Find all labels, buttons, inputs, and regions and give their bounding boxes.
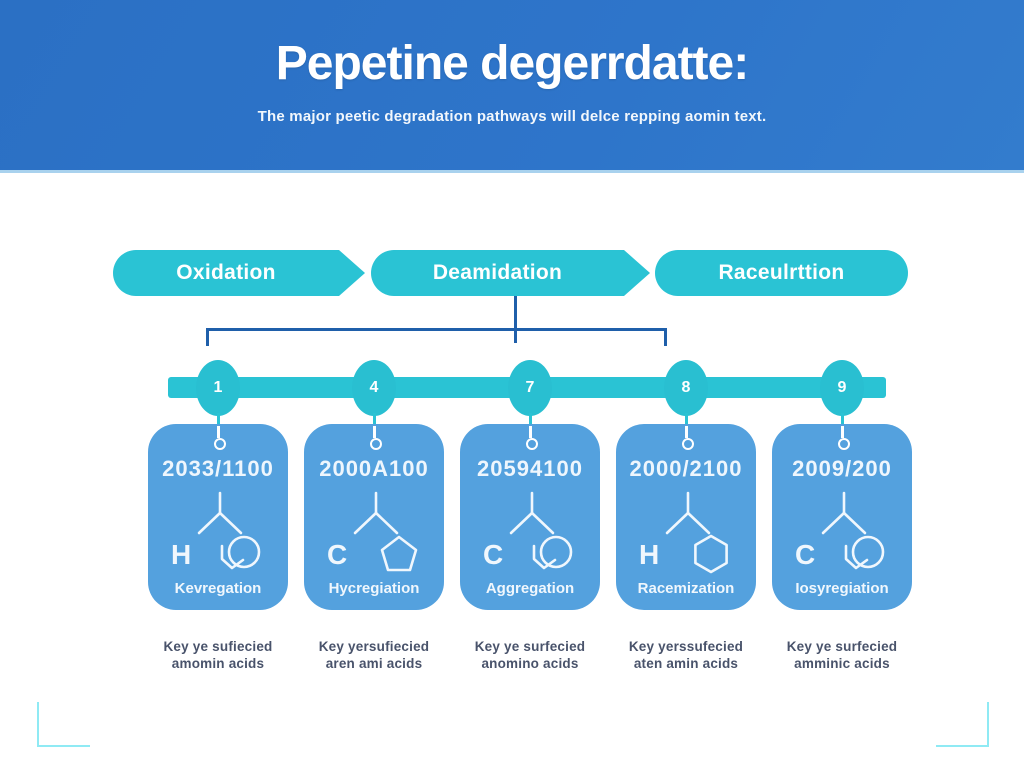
stem-ring-icon (838, 438, 850, 450)
atom-letter: H (171, 539, 191, 570)
banner-racemization: Raceulrttion (655, 250, 908, 296)
banner-oxidation: Oxidation (113, 250, 365, 296)
card-value: 20594100 (477, 456, 583, 481)
atom-letter: C (795, 539, 815, 570)
page-subtitle: The major peetic degradation pathways wi… (257, 108, 767, 125)
page-title: Pepetine degerrdatte: (275, 37, 749, 90)
stem-line (840, 413, 844, 426)
step-number: 9 (837, 379, 847, 396)
card-label: Hycregiation (328, 580, 420, 597)
caption-line: Key ye surfecied (786, 639, 898, 654)
oxygen-ring-icon (227, 535, 261, 569)
stem-line (216, 426, 220, 438)
banner-label: Deamidation (432, 261, 563, 284)
timeline-step-circle: 9 (820, 360, 864, 416)
caption-line: amminic acids (794, 656, 890, 671)
step-number: 7 (525, 379, 535, 396)
molecule-structure-icon: C (483, 491, 573, 570)
banner-label: Oxidation (176, 261, 276, 284)
hexagon-ring-icon (694, 534, 728, 574)
stem-line (372, 426, 376, 438)
pathway-card: 2033/1100 H Kevregation (148, 424, 288, 610)
timeline-step-circle: 8 (664, 360, 708, 416)
card-label: Kevregation (174, 580, 262, 597)
caption-line: aren ami acids (325, 656, 423, 671)
caption-line: Key ye sufiecied (163, 639, 273, 654)
card-value: 2033/1100 (162, 456, 274, 481)
card-caption: Key yerssufecied aten amin acids (594, 638, 778, 672)
connector-bracket (206, 328, 667, 346)
caption-line: anomino acids (481, 656, 579, 671)
card-value: 2000A100 (319, 456, 429, 481)
bond-angle-icon (220, 544, 245, 570)
card-value: 2009/200 (792, 456, 892, 481)
oxygen-ring-icon (539, 535, 573, 569)
pathway-card: 2009/200 C Iosyregiation (772, 424, 912, 610)
card-caption: Key ye sufiecied amomin acids (126, 638, 310, 672)
stem-line (684, 426, 688, 438)
pentagon-ring-icon (380, 535, 418, 572)
oxygen-ring-icon (851, 535, 885, 569)
timeline-step-circle: 1 (196, 360, 240, 416)
caption-line: Key yerssufecied (628, 639, 744, 654)
stem-line (684, 413, 688, 426)
atom-letter: H (639, 539, 659, 570)
card-caption: Key ye surfecied anomino acids (438, 638, 622, 672)
atom-letter: C (483, 539, 503, 570)
molecule-structure-icon: C (795, 491, 885, 570)
caption-line: aten amin acids (633, 656, 739, 671)
card-value: 2000/2100 (629, 456, 743, 481)
card-label: Iosyregiation (795, 580, 889, 597)
stem-line (216, 413, 220, 426)
card-caption: Key yersufiecied aren ami acids (282, 638, 466, 672)
atom-letter: C (327, 539, 347, 570)
molecule-structure-icon: H (171, 491, 261, 570)
stem-line (840, 426, 844, 438)
molecule-structure-icon: C (327, 491, 418, 572)
corner-bracket-icon (936, 702, 989, 747)
step-number: 4 (369, 379, 379, 396)
banner-label: Raceulrttion (718, 261, 845, 284)
step-number: 1 (213, 379, 223, 396)
stem-ring-icon (214, 438, 226, 450)
stem-ring-icon (682, 438, 694, 450)
caption-line: amomin acids (171, 656, 265, 671)
molecule-structure-icon: H (639, 491, 728, 574)
step-number: 8 (681, 379, 691, 396)
caption-line: Key yersufiecied (318, 639, 430, 654)
stem-ring-icon (526, 438, 538, 450)
header-banner: Pepetine degerrdatte: The major peetic d… (0, 0, 1024, 173)
corner-bracket-icon (37, 702, 90, 747)
banner-deamidation: Deamidation (371, 250, 650, 296)
timeline-step-circle: 7 (508, 360, 552, 416)
timeline-step-circle: 4 (352, 360, 396, 416)
card-label: Racemization (637, 580, 735, 597)
stem-ring-icon (370, 438, 382, 450)
pathway-card: 2000A100 C Hycregiation (304, 424, 444, 610)
pathway-card: 2000/2100 H Racemization (616, 424, 756, 610)
bond-angle-icon (532, 544, 557, 570)
card-label: Aggregation (485, 580, 575, 597)
stem-line (528, 426, 532, 438)
caption-line: Key ye surfecied (474, 639, 586, 654)
card-caption: Key ye surfecied amminic acids (750, 638, 934, 672)
connector-vertical-line (514, 296, 517, 343)
stem-line (372, 413, 376, 426)
stem-line (528, 413, 532, 426)
pathway-card: 20594100 C Aggregation (460, 424, 600, 610)
bond-angle-icon (844, 544, 869, 570)
